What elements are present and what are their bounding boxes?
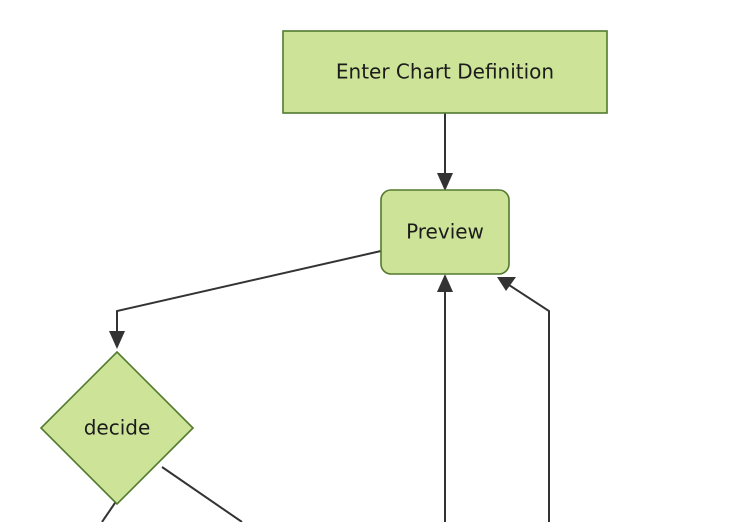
edge-decide-bottom-right <box>161 466 243 522</box>
edge-preview-to-decide-arrowhead <box>109 331 125 349</box>
edge-bottom-right-to-preview-line <box>505 282 550 522</box>
node-preview[interactable]: Preview <box>380 189 510 275</box>
node-decide-label: decide <box>84 416 151 440</box>
edge-decide-bottom-right-line <box>161 466 243 522</box>
edge-preview-to-decide-line <box>116 250 382 339</box>
edge-bottom-center-to-preview <box>437 274 453 522</box>
node-preview-shape[interactable] <box>380 189 510 275</box>
node-preview-label: Preview <box>406 220 484 244</box>
node-enter-chart-definition-label: Enter Chart Definition <box>336 60 554 84</box>
node-enter-chart-definition-shape[interactable] <box>282 30 608 114</box>
edge-decide-bottom-left-line <box>101 499 118 522</box>
node-decide[interactable]: decide <box>39 350 195 506</box>
edge-preview-to-decide <box>109 250 382 349</box>
edge-bottom-center-to-preview-arrowhead <box>437 274 453 292</box>
edge-decide-bottom-left <box>101 499 118 522</box>
node-enter-chart-definition[interactable]: Enter Chart Definition <box>282 30 608 114</box>
edge-enter-to-preview <box>437 113 453 191</box>
edge-bottom-right-to-preview-arrowhead <box>497 277 516 291</box>
edge-bottom-right-to-preview <box>497 277 550 522</box>
edge-enter-to-preview-arrowhead <box>437 173 453 191</box>
node-decide-shape[interactable] <box>39 350 195 506</box>
